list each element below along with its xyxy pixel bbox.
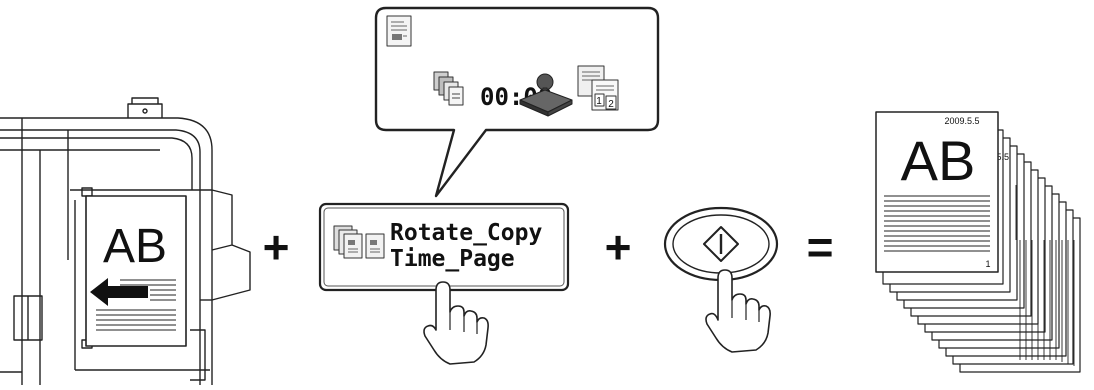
document-icon	[386, 15, 412, 47]
stamp-icon	[519, 73, 573, 117]
copies-icon	[433, 71, 464, 106]
start-icon	[703, 226, 739, 262]
output-doc-text: AB	[901, 129, 976, 192]
copier-illustration	[0, 97, 251, 385]
page-numbering-icon: 1 2	[577, 65, 619, 111]
output-page-number: 1	[985, 259, 990, 269]
hand-pointer-icon	[705, 269, 771, 353]
original-doc-text: AB	[103, 220, 167, 273]
program-key-button[interactable]: Rotate_Copy Time_Page	[318, 202, 570, 292]
feed-direction-arrow	[90, 278, 148, 306]
start-button[interactable]	[663, 206, 779, 282]
svg-text:2: 2	[608, 99, 614, 110]
hand-pointer-icon	[423, 281, 489, 365]
equals-sign: =	[807, 221, 834, 273]
svg-text:1: 1	[596, 96, 602, 107]
output-document-stack: .5.5 2009.5.5 AB 1	[875, 111, 1081, 373]
callout-bubble: 00:00 1 2	[374, 6, 660, 198]
output-date-stamp-partial: .5.5	[994, 152, 1009, 162]
original-document: AB	[85, 195, 187, 347]
multi-document-icon	[333, 225, 385, 259]
output-date-stamp: 2009.5.5	[944, 116, 979, 126]
plus-sign-1: +	[263, 221, 290, 273]
program-key-line2: Time_Page	[390, 246, 515, 272]
program-key-line1: Rotate_Copy	[390, 220, 542, 246]
plus-sign-2: +	[605, 221, 632, 273]
